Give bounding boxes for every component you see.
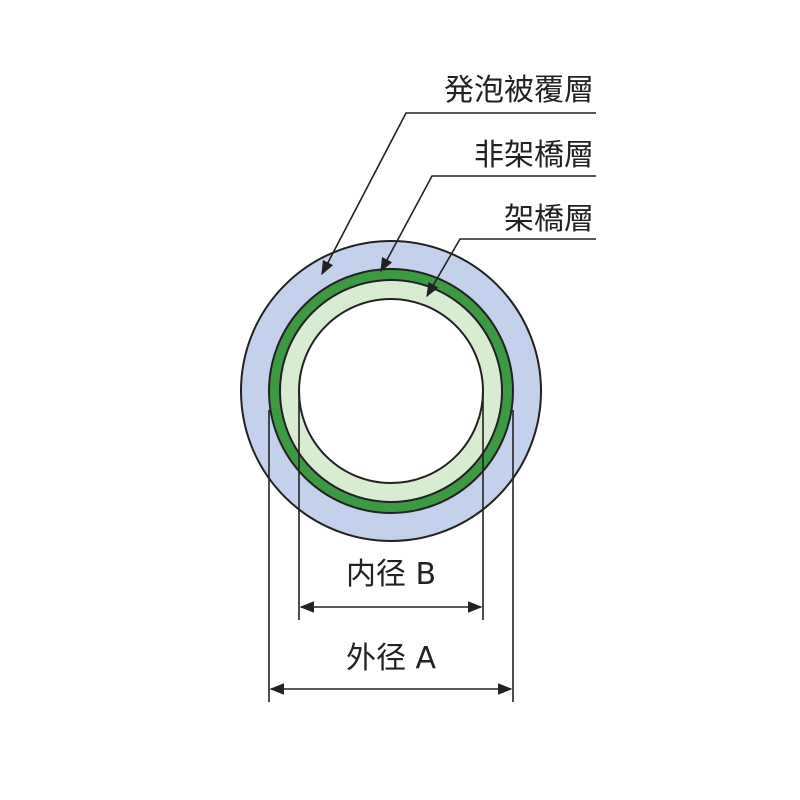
foam-cover-leader [321, 112, 596, 276]
pipe-bore [298, 298, 484, 484]
foam-cover-layer-label: 発泡被覆層 [444, 73, 594, 108]
outer-diameter-label: 外径 A [346, 641, 437, 676]
crosslinked-layer-label: 架橋層 [504, 202, 594, 237]
non-crosslinked-layer-label: 非架橋層 [474, 138, 594, 173]
inner-diameter-label: 内径 B [346, 557, 436, 592]
non-crosslinked-leader [380, 175, 596, 273]
crosslinked-leader [426, 238, 596, 298]
